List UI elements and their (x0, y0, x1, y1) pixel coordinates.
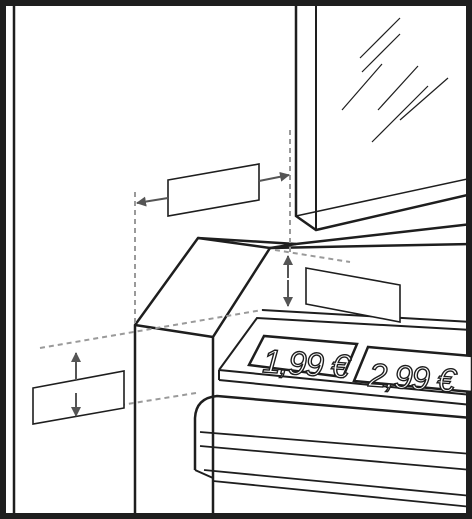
price-tag-2-text: 2,99 € (367, 356, 459, 399)
double-arrow-horizontal-icon (136, 196, 169, 207)
front-label-placeholder (32, 370, 125, 425)
counter-body (133, 222, 472, 516)
side-label-group (136, 163, 290, 217)
top-label-group (283, 255, 401, 323)
side-label-placeholder (167, 163, 260, 217)
price-rail (218, 309, 472, 406)
dimension-guides (39, 130, 351, 419)
glass-pane (294, 3, 472, 232)
glass-reflection-lines (341, 17, 449, 143)
top-label-placeholder (305, 267, 401, 323)
front-label-group (32, 352, 125, 425)
lower-shelf (193, 394, 472, 508)
price-tag-1: 1,99 € (247, 334, 359, 386)
price-tag-1-text: 1,99 € (262, 342, 353, 385)
price-tag-2: 2,99 € (352, 345, 472, 400)
